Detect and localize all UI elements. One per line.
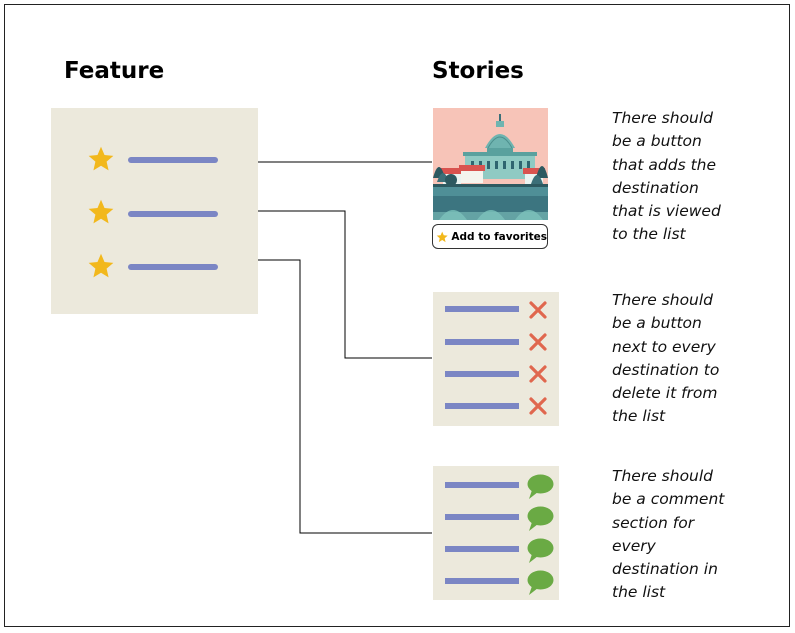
connector-comments <box>258 259 432 534</box>
story-line: every <box>612 536 656 555</box>
connector-delete <box>258 210 432 359</box>
destination-list-line <box>445 403 519 409</box>
destination-list-line <box>445 306 519 312</box>
star-icon <box>88 199 114 224</box>
comment-bubble-icon[interactable] <box>526 506 554 532</box>
star-icon <box>88 253 114 278</box>
story-line: be a comment <box>612 490 725 509</box>
story-line: be a button <box>612 314 702 333</box>
story-line: destination <box>612 178 699 197</box>
feature-panel <box>51 108 258 314</box>
feature-heading: Feature <box>64 58 165 84</box>
feature-list-line <box>128 264 218 270</box>
feature-list-line <box>128 157 218 163</box>
story-line: next to every <box>612 337 716 356</box>
destination-image <box>433 108 548 220</box>
story-line: that is viewed <box>612 202 721 221</box>
delete-x-icon[interactable] <box>529 301 547 319</box>
story-delete: There should be a button next to every d… <box>612 289 719 429</box>
destination-list-line <box>445 546 519 552</box>
destination-list-line <box>445 578 519 584</box>
story-comments: There should be a comment section for ev… <box>612 465 724 605</box>
destination-list-line <box>445 482 519 488</box>
story-line: destination to <box>612 360 720 379</box>
add-to-favorites-label: Add to favorites <box>451 230 547 243</box>
star-icon <box>88 146 114 171</box>
comment-panel <box>433 466 559 600</box>
comment-bubble-icon[interactable] <box>526 474 554 500</box>
delete-x-icon[interactable] <box>529 397 547 415</box>
delete-x-icon[interactable] <box>529 333 547 351</box>
destination-list-line <box>445 339 519 345</box>
story-line: There should <box>612 109 714 127</box>
add-to-favorites-button[interactable]: Add to favorites <box>432 224 548 249</box>
story-line: destination in <box>612 560 718 579</box>
story-favorites: There should be a button that adds the d… <box>612 107 721 247</box>
story-line: that adds the <box>612 155 717 174</box>
delete-panel <box>433 292 559 426</box>
story-line: to the list <box>612 225 686 244</box>
comment-bubble-icon[interactable] <box>526 570 554 596</box>
story-line: section for <box>612 513 695 532</box>
story-line: the list <box>612 407 666 426</box>
story-line: be a button <box>612 132 702 151</box>
story-line: There should <box>612 291 714 309</box>
comment-bubble-icon[interactable] <box>526 538 554 564</box>
story-line: the list <box>612 583 666 602</box>
delete-x-icon[interactable] <box>529 365 547 383</box>
destination-list-line <box>445 371 519 377</box>
stories-heading: Stories <box>432 58 524 84</box>
destination-list-line <box>445 514 519 520</box>
feature-list-line <box>128 211 218 217</box>
story-line: delete it from <box>612 384 718 403</box>
diagram-frame <box>4 4 790 627</box>
story-line: There should <box>612 467 714 485</box>
star-icon <box>436 231 448 242</box>
